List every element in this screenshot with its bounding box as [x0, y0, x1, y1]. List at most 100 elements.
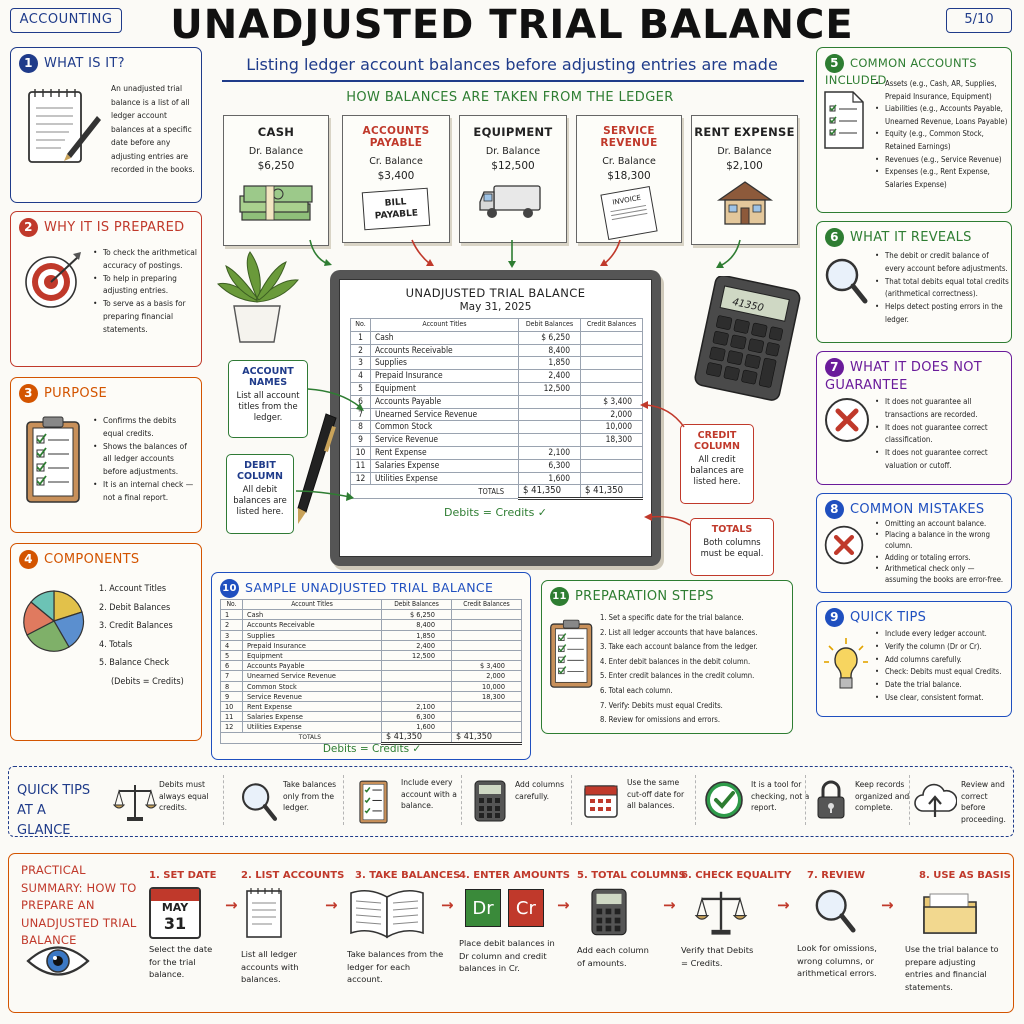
invoice-icon: INVOICE	[600, 186, 658, 240]
callout-title: ACCOUNT NAMES	[242, 366, 294, 388]
col-title: Account Titles	[242, 598, 382, 611]
list-item: Placing a balance in the wrong column.	[875, 529, 1009, 551]
callout-debit-column: DEBIT COLUMN All debit balances are list…	[226, 454, 294, 534]
debit-balance	[381, 670, 452, 682]
list-item: Add columns carefully.	[875, 654, 1009, 667]
divider	[461, 775, 462, 825]
credit-balance: $ 3,400	[451, 660, 522, 672]
row-number: 6	[220, 660, 243, 672]
tip-text: Include every account with a balance.	[401, 778, 457, 810]
debit-balance: 1,850	[518, 356, 581, 371]
step-title: 1. SET DATE	[149, 870, 217, 881]
pen-decoration	[290, 412, 340, 530]
list-item: Arithmetical check only — assuming the b…	[875, 563, 1009, 585]
debit-balance: 2,400	[518, 369, 581, 383]
table-totals-row: TOTALS $ 41,350 $ 41,350	[220, 731, 522, 745]
pie-chart-icon	[21, 588, 87, 657]
row-number: 9	[220, 690, 243, 703]
balance-check: Debits = Credits ✓	[322, 743, 422, 755]
list-item: To check the arithmetical accuracy of po…	[93, 246, 197, 272]
plant-decoration	[212, 250, 302, 349]
x-circle-icon	[823, 396, 871, 447]
list-item: (Debits = Credits)	[111, 676, 184, 687]
table-totals-row: TOTALS $ 41,350 $ 41,350	[350, 484, 643, 501]
tip-text: Use the same cut-off date for all balanc…	[627, 778, 685, 810]
debit-balance	[381, 690, 452, 703]
step-arrow: →	[325, 896, 338, 914]
list-item: 2. List all ledger accounts that have ba…	[600, 627, 758, 637]
sample-table: No. Account Titles Debit Balances Credit…	[220, 598, 522, 745]
ledger-arrows	[309, 239, 741, 268]
section-title: SAMPLE UNADJUSTED TRIAL BALANCE	[245, 580, 494, 595]
total-debit: $ 41,350	[381, 731, 452, 745]
tip-text: It is a tool for checking, not a report.	[751, 780, 810, 812]
list-item: Helps detect posting errors in the ledge…	[875, 301, 1009, 327]
section-list: It does not guarantee all transactions a…	[875, 396, 1009, 473]
bill-payable-icon: BILL PAYABLE	[361, 187, 431, 231]
balance-check: Debits = Credits ✓	[443, 506, 548, 520]
section-text: An unadjusted trial balance is a list of…	[111, 83, 195, 174]
debit-balance: 1,850	[381, 629, 452, 641]
list-item: Assets (e.g., Cash, AR, Supplies, Prepai…	[875, 78, 1009, 103]
scale-icon	[112, 781, 158, 826]
row-number: 11	[220, 711, 243, 723]
section-title: COMPONENTS	[44, 552, 140, 567]
ledger-heading: HOW BALANCES ARE TAKEN FROM THE LEDGER	[346, 90, 674, 105]
section-number: 2	[19, 218, 38, 237]
list-item: It does not guarantee all transactions a…	[875, 396, 1009, 422]
x-circle-icon	[823, 524, 865, 569]
calculator-decoration: 41350	[690, 274, 806, 407]
step-title: 4. ENTER AMOUNTS	[459, 870, 570, 881]
divider	[695, 775, 696, 825]
total-debit: $ 41,350	[518, 484, 581, 501]
notebook-pen-icon	[21, 86, 103, 179]
totals-label: TOTALS	[220, 731, 382, 744]
col-debit: Debit Balances	[518, 318, 581, 332]
section-title: WHAT IS IT?	[44, 56, 125, 71]
section-title: PREPARATION STEPS	[575, 589, 714, 604]
section-number: 6	[825, 228, 844, 247]
ledger-card-side: Dr. Balance	[248, 146, 304, 157]
list-item: Liabilities (e.g., Accounts Payable, Une…	[875, 103, 1009, 128]
list-item: Equity (e.g., Common Stock, Retained Ear…	[875, 128, 1009, 153]
credit-balance	[451, 629, 522, 641]
callout-text: All credit balances are listed here.	[690, 454, 744, 486]
tip-item: Include every account with a balance.	[349, 767, 461, 836]
section-list: 1. Set a specific date for the trial bal…	[600, 611, 790, 728]
ledger-card-accounts-payable: ACCOUNTS PAYABLE Cr. Balance $3,400 BILL…	[342, 115, 450, 243]
table-header-row: No. Account Titles Debit Balances Credit…	[350, 318, 643, 332]
magnifier-icon	[823, 256, 869, 309]
magnifier-icon	[813, 887, 897, 938]
row-number: 2	[350, 343, 371, 358]
divider	[223, 775, 224, 825]
list-item: 1. Set a specific date for the trial bal…	[600, 613, 744, 622]
account-title: Cash	[242, 609, 382, 621]
row-number: 2	[220, 619, 243, 631]
debit-balance: $ 6,250	[518, 330, 581, 345]
ledger-card-title: RENT EXPENSE	[694, 125, 795, 139]
board-date: May 31, 2025	[459, 301, 532, 313]
trial-balance-board: UNADJUSTED TRIAL BALANCE May 31, 2025 No…	[330, 270, 661, 566]
section-number: 11	[550, 587, 569, 606]
ledger-card-title: ACCOUNTS PAYABLE	[362, 125, 430, 149]
board-title: UNADJUSTED TRIAL BALANCE	[405, 286, 586, 300]
debit-balance	[381, 660, 452, 672]
list-item: To help in preparing adjusting entries.	[93, 272, 197, 298]
section-title: WHAT IT REVEALS	[850, 230, 972, 245]
step-arrow: →	[225, 896, 238, 914]
tip-item: Keep records organized and complete.	[811, 767, 911, 836]
step-title: 2. LIST ACCOUNTS	[241, 870, 345, 881]
total-credit: $ 41,350	[451, 731, 522, 745]
row-number: 12	[220, 721, 243, 733]
calendar-month: MAY	[161, 901, 189, 914]
section-list: Confirms the debits equal credits. Shows…	[93, 414, 197, 504]
ledger-card-title: EQUIPMENT	[473, 125, 553, 139]
open-book-icon	[347, 885, 455, 944]
